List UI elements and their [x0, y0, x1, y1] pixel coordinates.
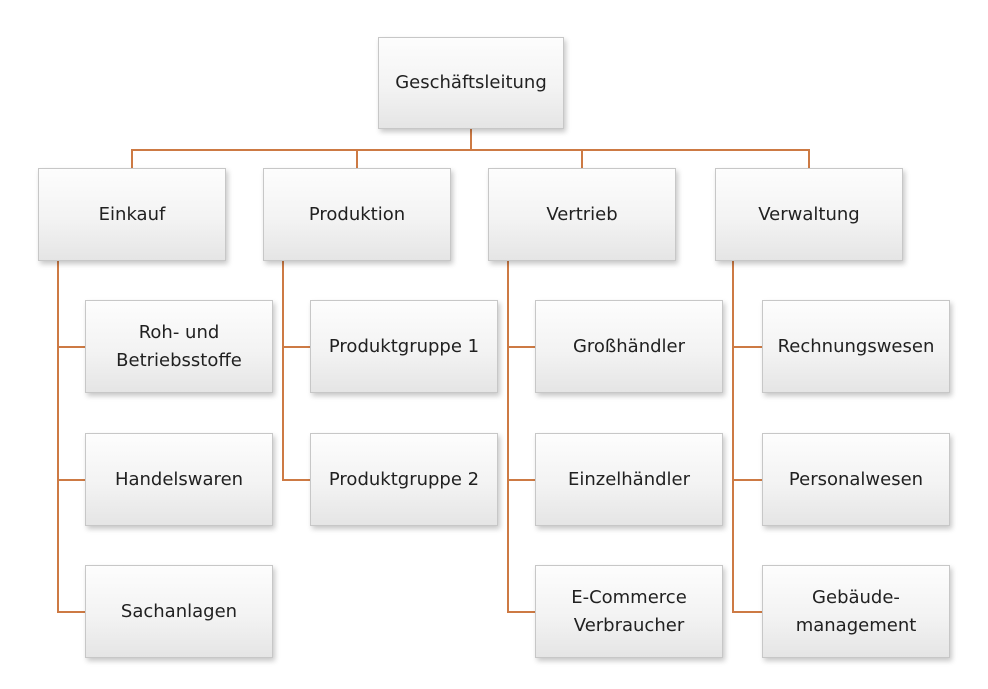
- connector-drop-einkauf: [131, 149, 133, 169]
- connector-stub-verwaltung-2: [732, 479, 762, 481]
- org-node-roh-und-betriebsstoffe: Roh- und Betriebsstoffe: [85, 300, 273, 393]
- connector-level2-bus: [131, 149, 810, 151]
- connector-drop-verwaltung: [808, 149, 810, 169]
- org-node-grosshaendler: Großhändler: [535, 300, 723, 393]
- connector-stub-vertrieb-1: [507, 346, 535, 348]
- org-node-vertrieb: Vertrieb: [488, 168, 676, 261]
- connector-hang-einkauf: [57, 260, 59, 613]
- connector-stub-verwaltung-3: [732, 611, 762, 613]
- org-node-gebaeudemanagement: Gebäude-management: [762, 565, 950, 658]
- org-node-e-commerce-verbraucher: E-Commerce Verbraucher: [535, 565, 723, 658]
- org-node-rechnungswesen: Rechnungswesen: [762, 300, 950, 393]
- connector-hang-vertrieb: [507, 260, 509, 613]
- connector-hang-verwaltung: [732, 260, 734, 613]
- org-node-produktgruppe-1: Produktgruppe 1: [310, 300, 498, 393]
- org-node-sachanlagen: Sachanlagen: [85, 565, 273, 658]
- connector-stub-einkauf-1: [57, 346, 85, 348]
- org-node-personalwesen: Personalwesen: [762, 433, 950, 526]
- connector-drop-vertrieb: [581, 149, 583, 169]
- connector-stub-einkauf-2: [57, 479, 85, 481]
- connector-drop-produktion: [356, 149, 358, 169]
- connector-stub-vertrieb-3: [507, 611, 535, 613]
- connector-stub-produktion-1: [282, 346, 310, 348]
- connector-stub-produktion-2: [282, 479, 310, 481]
- connector-hang-produktion: [282, 260, 284, 481]
- org-node-geschaeftsleitung: Geschäftsleitung: [378, 37, 564, 129]
- org-node-einzelhaendler: Einzelhändler: [535, 433, 723, 526]
- connector-stub-verwaltung-1: [732, 346, 762, 348]
- connector-root-drop: [470, 128, 472, 150]
- org-node-produktgruppe-2: Produktgruppe 2: [310, 433, 498, 526]
- org-node-verwaltung: Verwaltung: [715, 168, 903, 261]
- connector-stub-vertrieb-2: [507, 479, 535, 481]
- org-node-handelswaren: Handelswaren: [85, 433, 273, 526]
- org-node-einkauf: Einkauf: [38, 168, 226, 261]
- connector-stub-einkauf-3: [57, 611, 85, 613]
- org-node-produktion: Produktion: [263, 168, 451, 261]
